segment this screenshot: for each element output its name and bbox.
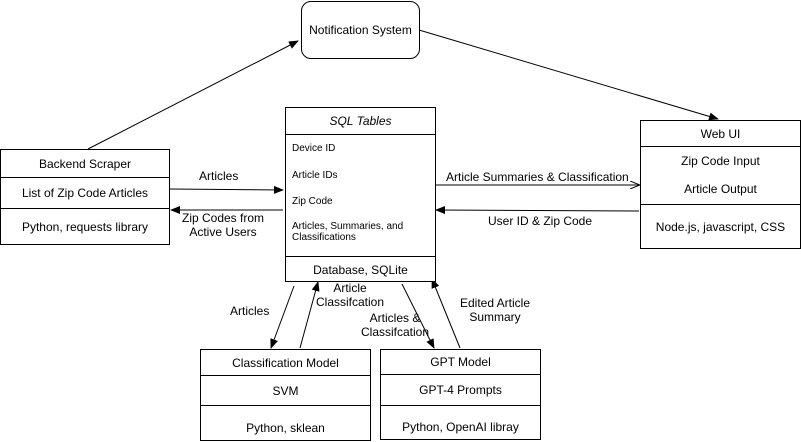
backend-scraper-footer-row: Python, requests library xyxy=(1,208,169,245)
label-zip-codes-from-active-users: Zip Codes from Active Users xyxy=(176,211,270,239)
sql-tables-footer-row: Database, SQLite xyxy=(286,256,435,282)
classification-model-footer-row: Python, sklean xyxy=(201,405,370,441)
notification-system-title: Notification System xyxy=(309,23,412,37)
label-article-classification-line1: Article xyxy=(333,281,367,295)
sql-tables-title-row: SQL Tables xyxy=(286,108,435,134)
sql-tables-fields: Device ID Article IDs Zip Code Articles,… xyxy=(286,134,435,256)
gpt-model-title-row: GPT Model xyxy=(381,350,540,374)
classification-model-title: Classification Model xyxy=(232,355,339,370)
label-articles-and-classification: Articles & Classifcation xyxy=(355,311,435,339)
arrow-notification-to-webui xyxy=(418,29,719,121)
web-ui-field-zip-input: Zip Code Input xyxy=(641,153,800,169)
sql-field-article-ids-label: Article IDs xyxy=(292,169,338,181)
gpt-model-node: GPT Model GPT-4 Prompts Python, OpenAI l… xyxy=(380,349,541,440)
backend-scraper-title-row: Backend Scraper xyxy=(1,150,169,177)
web-ui-footer-row: Node.js, javascript, CSS xyxy=(641,204,800,249)
sql-field-articles-summaries: Articles, Summaries, and Classifications xyxy=(286,221,435,249)
web-ui-field-article-output: Article Output xyxy=(641,181,800,197)
label-articles-and-classification-line2: Classifcation xyxy=(360,325,430,339)
backend-scraper-title: Backend Scraper xyxy=(38,156,132,171)
gpt-model-title: GPT Model xyxy=(430,355,491,369)
sql-field-article-ids: Article IDs xyxy=(286,166,435,184)
arrow-backend-to-sql xyxy=(169,185,284,194)
sql-field-zip-code-label: Zip Code xyxy=(292,195,333,207)
classification-model-field-row: SVM xyxy=(201,375,370,405)
label-zip-codes-line2: Active Users xyxy=(189,225,257,239)
sql-field-zip-code: Zip Code xyxy=(286,192,435,210)
classification-model-title-row: Classification Model xyxy=(201,350,370,375)
gpt-model-field-row: GPT-4 Prompts xyxy=(381,374,540,405)
arrow-classification-to-sql xyxy=(299,281,320,349)
gpt-model-footer-row: Python, OpenAI libray xyxy=(381,405,540,440)
label-edited-article-summary: Edited Article Summary xyxy=(448,296,542,324)
label-zip-codes-line1: Zip Codes from xyxy=(181,211,265,225)
sql-tables-footer: Database, SQLite xyxy=(313,262,408,277)
gpt-model-footer: Python, OpenAI libray xyxy=(402,420,519,434)
arrow-sql-to-classification xyxy=(270,285,295,349)
web-ui-title: Web UI xyxy=(700,126,741,141)
web-ui-footer: Node.js, javascript, CSS xyxy=(655,220,786,234)
gpt-model-field: GPT-4 Prompts xyxy=(419,383,502,397)
sql-tables-node: SQL Tables Device ID Article IDs Zip Cod… xyxy=(285,107,436,282)
label-articles-top: Articles xyxy=(199,169,239,183)
web-ui-title-row: Web UI xyxy=(641,121,800,146)
label-edited-summary-line2: Summary xyxy=(469,310,521,324)
backend-scraper-field: List of Zip Code Articles xyxy=(21,186,149,200)
label-edited-summary-line1: Edited Article xyxy=(459,296,531,310)
sql-field-device-id-label: Device ID xyxy=(292,142,336,154)
backend-scraper-node: Backend Scraper List of Zip Code Article… xyxy=(0,149,170,245)
arrow-backend-to-notification xyxy=(87,40,299,150)
arrow-sql-to-gpt xyxy=(401,283,435,349)
classification-model-footer: Python, sklean xyxy=(246,421,325,435)
classification-model-field: SVM xyxy=(272,383,299,398)
sql-tables-title: SQL Tables xyxy=(329,114,392,128)
label-article-classification-line2: Classifcation xyxy=(315,295,385,309)
web-ui-node: Web UI Zip Code Input Article Output Nod… xyxy=(640,120,801,249)
arrow-webui-to-sql xyxy=(435,206,640,215)
backend-scraper-field-row: List of Zip Code Articles xyxy=(1,177,169,208)
label-summaries-classification: Article Summaries & Classification xyxy=(446,170,629,184)
classification-model-node: Classification Model SVM Python, sklean xyxy=(200,349,371,441)
label-articles-and-classification-line1: Articles & xyxy=(369,311,421,325)
web-ui-field-article-output-label: Article Output xyxy=(684,182,757,196)
arrow-gpt-to-sql xyxy=(431,278,461,349)
sql-field-device-id: Device ID xyxy=(286,139,435,157)
sql-field-articles-summaries-label: Articles, Summaries, and Classifications xyxy=(292,221,404,243)
web-ui-field-zip-input-label: Zip Code Input xyxy=(681,154,760,168)
web-ui-fields: Zip Code Input Article Output xyxy=(641,146,800,204)
label-article-classification: Article Classifcation xyxy=(309,281,391,309)
label-user-id-zip: User ID & Zip Code xyxy=(488,214,593,228)
label-articles-bottom: Articles xyxy=(230,304,270,318)
notification-system-node: Notification System xyxy=(301,1,420,59)
backend-scraper-footer: Python, requests library xyxy=(21,220,149,234)
